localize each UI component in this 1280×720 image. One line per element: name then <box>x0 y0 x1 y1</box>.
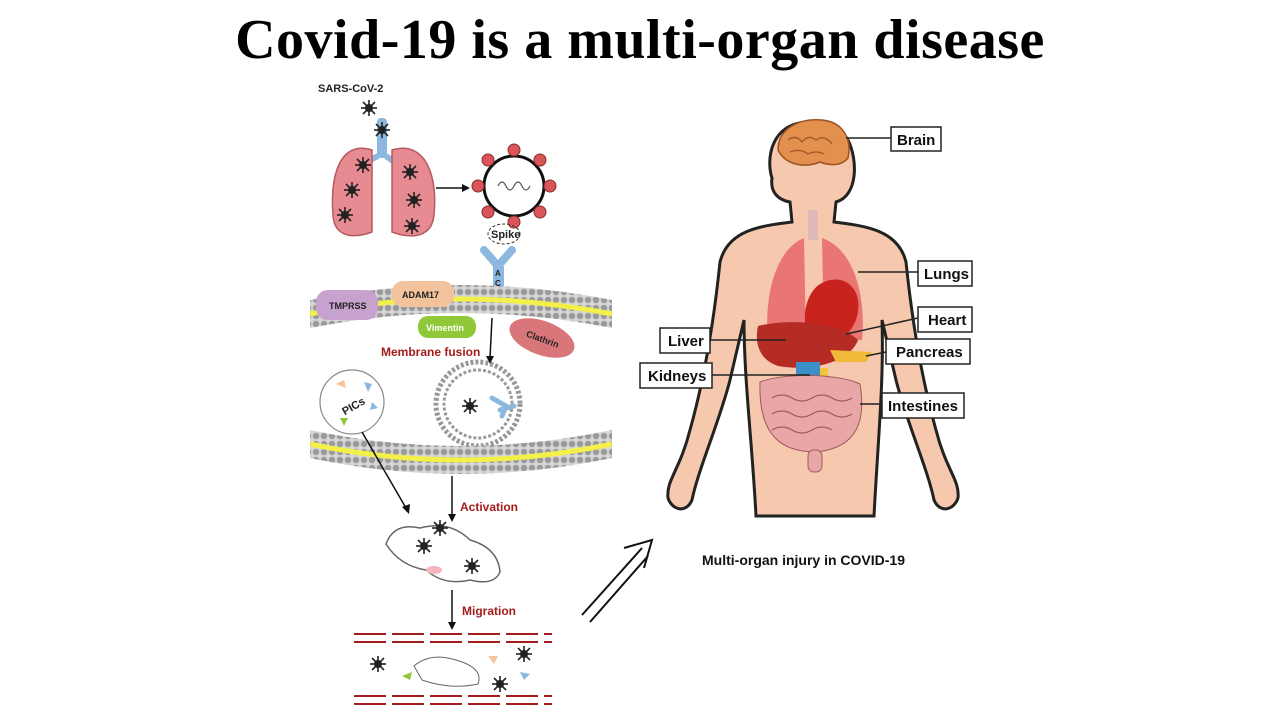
blood-vessel-illustration <box>354 633 552 705</box>
page-title: Covid-19 is a multi-organ disease <box>235 9 1045 71</box>
svg-text:Kidneys: Kidneys <box>648 368 706 385</box>
svg-text:TMPRSS: TMPRSS <box>329 301 367 311</box>
tmprss-protein: TMPRSS <box>316 290 378 320</box>
endosome-illustration <box>433 359 523 449</box>
intestines-label-box: Intestines <box>881 392 965 419</box>
brain-label-box: Brain <box>890 126 942 152</box>
cell-membrane-lower <box>309 430 613 474</box>
organs-illustration <box>756 210 872 473</box>
svg-text:Brain: Brain <box>897 132 935 149</box>
clathrin-protein: Clathrin <box>509 318 575 358</box>
pics-bubble: PICs <box>319 369 385 435</box>
svg-text:Pancreas: Pancreas <box>896 344 963 361</box>
svg-text:Liver: Liver <box>668 333 704 350</box>
activated-cell-illustration <box>385 519 501 583</box>
svg-text:Vimentin: Vimentin <box>426 323 464 333</box>
svg-text:Intestines: Intestines <box>888 398 958 415</box>
kidneys-label-box: Kidneys <box>639 362 713 389</box>
ace2-letter-c: C <box>495 279 501 288</box>
lungs-label-box: Lungs <box>917 260 973 287</box>
double-arrow-icon <box>581 538 654 623</box>
sars-cov-2-label: SARS-CoV-2 <box>318 83 383 95</box>
brain-illustration <box>777 119 850 166</box>
body-diagram-caption: Multi-organ injury in COVID-19 <box>702 552 905 568</box>
liver-label-box: Liver <box>659 327 711 354</box>
membrane-fusion-label: Membrane fusion <box>381 345 480 359</box>
ace2-letter-a: A <box>495 269 501 278</box>
svg-text:Lungs: Lungs <box>924 266 969 283</box>
adam17-protein: ADAM17 <box>392 281 454 307</box>
migration-label: Migration <box>462 604 516 618</box>
virus-enlarged-illustration <box>471 143 557 229</box>
spike-label: Spike <box>491 229 520 241</box>
svg-text:ADAM17: ADAM17 <box>402 290 439 300</box>
organ-labels: Brain Lungs Heart Liver Pancreas Kidneys… <box>639 126 973 419</box>
pancreas-label-box: Pancreas <box>885 338 971 365</box>
svg-text:Heart: Heart <box>928 312 966 329</box>
activation-label: Activation <box>460 500 518 514</box>
heart-label-box: Heart <box>917 306 973 333</box>
vimentin-protein: Vimentin <box>418 316 476 338</box>
virus-particle-icon <box>360 99 378 117</box>
lungs-illustration <box>331 118 436 237</box>
